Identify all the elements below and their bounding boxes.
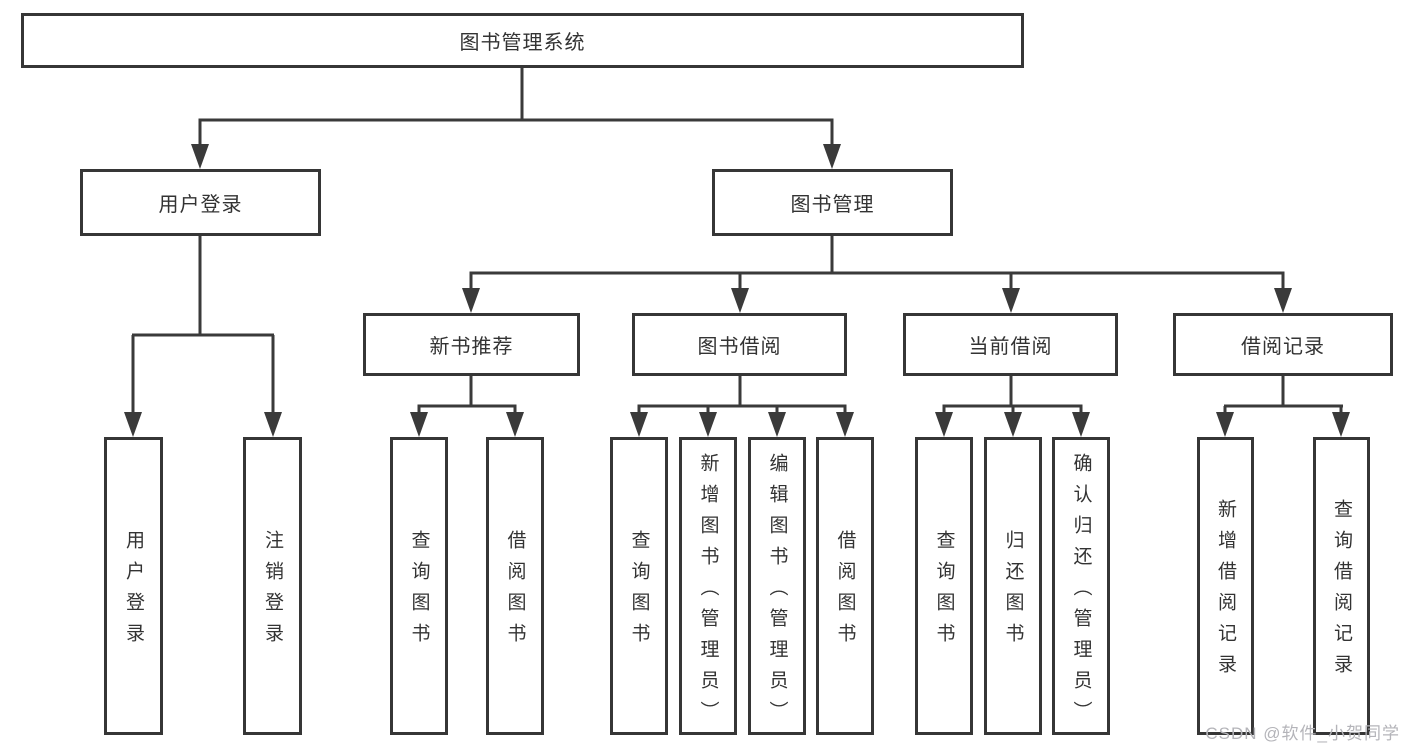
leaf-current-return-book: 归还图书 [984,437,1042,735]
leaf-label: 新增借阅记录 [1215,499,1236,685]
node-book-management: 图书管理 [712,169,953,236]
node-user-login: 用户登录 [80,169,321,236]
leaf-label: 查询图书 [408,530,430,654]
leaf-borrow-query-book: 查询图书 [610,437,668,735]
leaf-label: 归还图书 [1002,530,1024,654]
leaf-borrow-add-book-admin: 新增图书（管理员） [679,437,737,735]
leaf-label: 借阅图书 [834,530,856,654]
leaf-label: 查询借阅记录 [1331,499,1352,685]
node-current-borrow: 当前借阅 [903,313,1118,376]
leaf-label: 借阅图书 [504,530,526,654]
node-borrow-records: 借阅记录 [1173,313,1393,376]
leaf-label: 确认归还（管理员） [1070,452,1092,732]
node-book-borrow: 图书借阅 [632,313,847,376]
leaf-label: 注销登录 [262,530,283,654]
leaf-records-query-record: 查询借阅记录 [1313,437,1370,735]
node-new-book-recommend: 新书推荐 [363,313,580,376]
leaf-current-query-book: 查询图书 [915,437,973,735]
node-library-system: 图书管理系统 [21,13,1024,68]
leaf-label: 新增图书（管理员） [697,452,719,732]
leaf-user-login: 用户登录 [104,437,163,735]
watermark: CSDN @软件_小贺同学 [1205,724,1400,743]
leaf-borrow-borrow-book: 借阅图书 [816,437,874,735]
leaf-label: 用户登录 [123,530,144,654]
leaf-newbook-query-book: 查询图书 [390,437,448,735]
leaf-logout: 注销登录 [243,437,302,735]
leaf-borrow-edit-book-admin: 编辑图书（管理员） [748,437,806,735]
leaf-label: 查询图书 [628,530,650,654]
leaf-label: 查询图书 [933,530,955,654]
leaf-label: 编辑图书（管理员） [766,452,788,732]
leaf-newbook-borrow-book: 借阅图书 [486,437,544,735]
leaf-current-confirm-return-admin: 确认归还（管理员） [1052,437,1110,735]
leaf-records-add-record: 新增借阅记录 [1197,437,1254,735]
